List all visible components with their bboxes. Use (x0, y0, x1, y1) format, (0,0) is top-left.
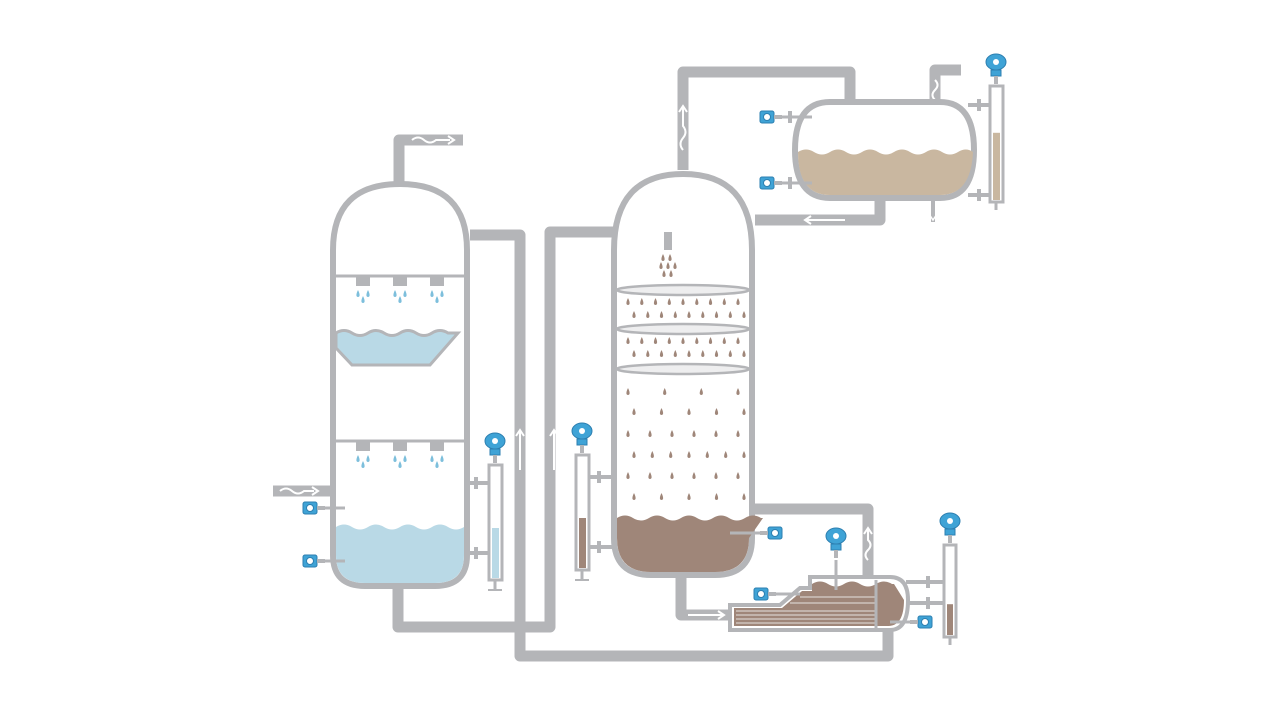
flow-arrow-icon (803, 215, 845, 225)
column-trays (615, 283, 751, 376)
scrubber-side-outlet-pipe (470, 229, 894, 662)
flow-arrow-icon (447, 135, 456, 145)
scrubber-level-gauge (467, 432, 506, 591)
column-bottoms-pipe (675, 575, 730, 621)
drum-level-gauge (968, 53, 1007, 210)
column-bottom-liquid (617, 515, 763, 572)
spray-nozzle-icon (393, 276, 407, 286)
flow-arrows (279, 79, 939, 620)
flow-arrow-icon (863, 526, 873, 535)
spray-nozzle-icon (393, 441, 407, 451)
pressure-transmitter-icon (909, 615, 933, 629)
spray-nozzle-icon (356, 276, 370, 286)
flow-arrow-icon (678, 104, 688, 113)
level-transmitter-icon (939, 512, 961, 544)
wavy-vapor-arrow-icon (679, 106, 687, 151)
flow-arrow-icon (311, 486, 320, 496)
scrubber-column (330, 180, 470, 589)
scrubber-bottom-liquid (336, 524, 464, 583)
level-transmitter-icon (571, 422, 593, 454)
level-transmitter-icon (825, 527, 847, 559)
reflux-drum (791, 99, 978, 222)
scrubber-collection-tray (334, 329, 462, 367)
pressure-transmitter-icon (759, 526, 783, 540)
pressure-transmitter-icon (302, 554, 326, 568)
drum-liquid (798, 149, 973, 195)
spray-nozzle-icon (430, 441, 444, 451)
pressure-transmitter-icon (302, 501, 326, 515)
flow-arrow-icon (549, 428, 559, 470)
pressure-transmitter-icon (759, 176, 783, 190)
reboiler-tube-bundle (736, 596, 876, 624)
drum-transmitters (759, 110, 812, 190)
upper-spray-nozzles (356, 276, 444, 451)
column-level-gauge (571, 422, 614, 581)
level-transmitter-icon (484, 432, 506, 464)
scrubber-vapor-outlet-pipe (393, 134, 463, 182)
reboiler-vapor-return-pipe (755, 503, 874, 575)
spray-nozzle-icon (430, 276, 444, 286)
level-transmitter-icon (985, 53, 1007, 85)
distillation-column (611, 170, 763, 578)
flow-arrow-icon (515, 428, 525, 470)
spray-nozzle-icon (356, 441, 370, 451)
pressure-transmitter-icon (753, 587, 777, 601)
wavy-vapor-arrow-icon (279, 487, 314, 495)
pipe-network (273, 64, 961, 662)
reboiler-level-gauge (906, 512, 961, 645)
drum-vent-pipe (929, 64, 961, 100)
wavy-vapor-arrow-icon (411, 136, 450, 144)
wavy-vapor-arrow-icon (864, 530, 872, 561)
pressure-transmitter-icon (759, 110, 783, 124)
flow-arrow-icon (688, 610, 726, 620)
column-bottom-transmitter (730, 526, 783, 540)
reboiler (728, 575, 911, 632)
reboiler-transmitters (753, 527, 933, 629)
reflux-return-pipe (755, 200, 886, 226)
wavy-vapor-arrow-icon (931, 79, 939, 101)
scrubber-transmitters (302, 501, 345, 568)
